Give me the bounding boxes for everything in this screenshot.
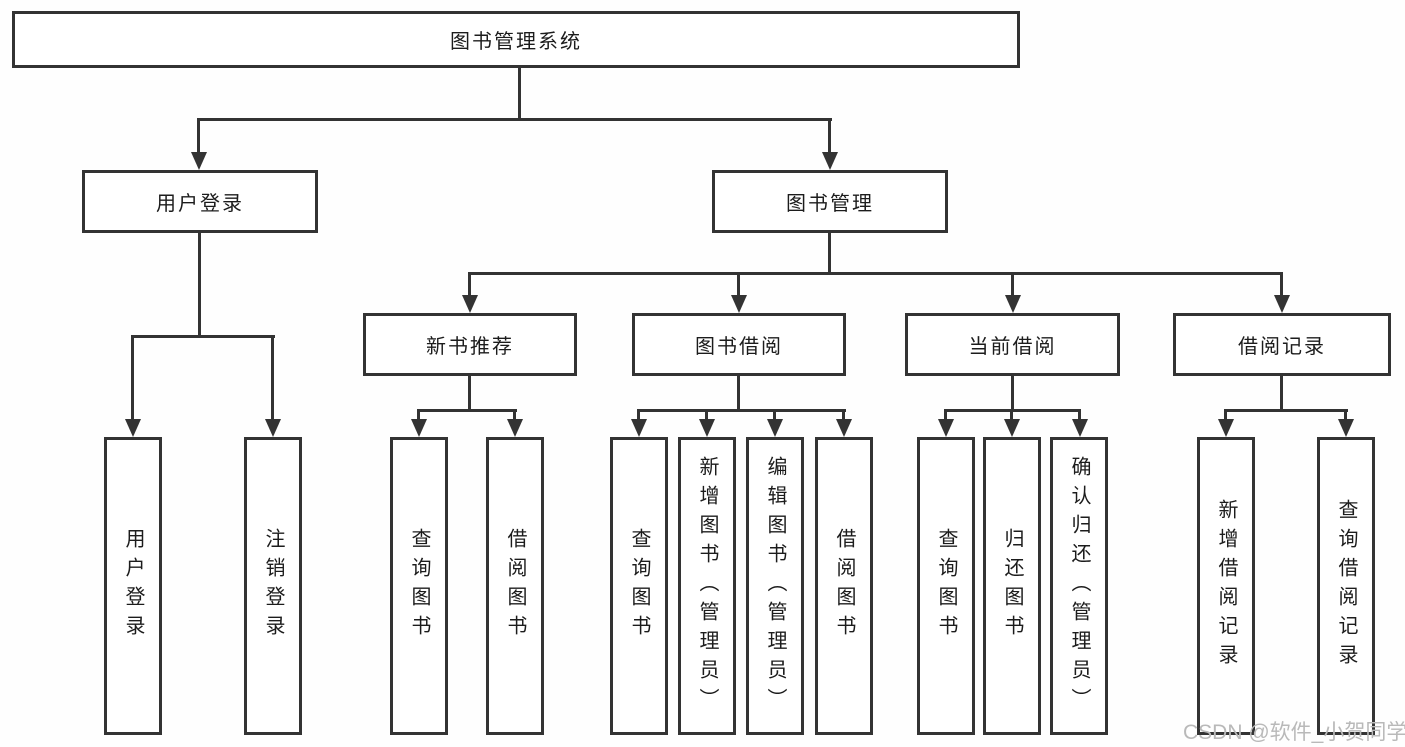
arrow-down-icon [1218,419,1234,437]
arrow-down-icon [822,152,838,170]
connector-line [131,335,134,419]
node-label: 图书借阅 [695,336,783,358]
leaf-label: 查询图书 [628,528,650,644]
node-library-system: 图书管理系统 [12,11,1020,68]
connector-line [1011,376,1014,409]
leaf-label: 注销登录 [262,528,284,644]
arrow-down-icon [1004,419,1020,437]
node-label: 当前借阅 [968,336,1057,358]
connector-line [828,118,831,152]
connector-line [513,409,516,419]
arrow-down-icon [836,419,852,437]
connector-line [637,409,640,419]
arrow-down-icon [125,419,141,437]
arrow-down-icon [1338,419,1354,437]
connector-line [468,376,471,409]
leaf-label: 查询图书 [935,528,957,644]
leaf-label: 查询图书 [408,528,430,644]
connector-line [737,272,740,295]
leaf-logout: 注销登录 [244,437,302,735]
arrow-down-icon [411,419,427,437]
leaf-borrow-books-recommend: 借阅图书 [486,437,544,735]
connector-line [198,233,201,335]
node-label: 图书管理系统 [450,31,582,53]
connector-line [1011,272,1014,295]
arrow-down-icon [1072,419,1088,437]
leaf-label: 借阅图书 [833,528,855,644]
node-label: 用户登录 [156,193,244,215]
arrow-down-icon [265,419,281,437]
leaf-label: 借阅图书 [504,528,526,644]
connector-line [1280,376,1283,409]
leaf-label: 新增借阅记录 [1215,499,1237,673]
leaf-query-books-borrowing: 查询图书 [610,437,668,735]
connector-line [1224,409,1227,419]
connector-line [828,233,831,272]
connector-line [773,409,776,419]
leaf-label: 编辑图书（管理员） [764,455,786,717]
arrow-down-icon [731,295,747,313]
connector-line [417,409,517,412]
arrow-down-icon [462,295,478,313]
connector-line [1010,409,1013,419]
connector-line [1224,409,1348,412]
node-user-login: 用户登录 [82,170,318,233]
leaf-label: 新增图书（管理员） [696,455,718,717]
leaf-query-books-current: 查询图书 [917,437,975,735]
node-label: 借阅记录 [1238,336,1326,358]
arrow-down-icon [507,419,523,437]
connector-line [637,409,846,412]
arrow-down-icon [191,152,207,170]
leaf-query-books-recommend: 查询图书 [390,437,448,735]
leaf-edit-books-admin: 编辑图书（管理员） [746,437,804,735]
connector-line [468,272,471,295]
node-book-management: 图书管理 [712,170,948,233]
node-book-borrowing: 图书借阅 [632,313,846,376]
leaf-query-borrow-record: 查询借阅记录 [1317,437,1375,735]
connector-line [468,272,1283,275]
node-borrowing-records: 借阅记录 [1173,313,1391,376]
connector-line [197,118,200,152]
leaf-label: 确认归还（管理员） [1068,455,1090,717]
leaf-confirm-return-admin: 确认归还（管理员） [1050,437,1108,735]
connector-line [737,376,740,409]
arrow-down-icon [938,419,954,437]
arrow-down-icon [767,419,783,437]
arrow-down-icon [631,419,647,437]
connector-line [131,335,275,338]
node-current-borrowing: 当前借阅 [905,313,1120,376]
leaf-label: 查询借阅记录 [1335,499,1357,673]
arrow-down-icon [699,419,715,437]
leaf-label: 归还图书 [1001,528,1023,644]
connector-line [944,409,947,419]
leaf-return-books: 归还图书 [983,437,1041,735]
leaf-add-borrow-record: 新增借阅记录 [1197,437,1255,735]
connector-line [1078,409,1081,419]
node-label: 新书推荐 [426,336,514,358]
connector-line [1344,409,1347,419]
connector-line [1280,272,1283,295]
node-new-book-recommendation: 新书推荐 [363,313,577,376]
connector-line [271,335,274,419]
arrow-down-icon [1005,295,1021,313]
leaf-user-login: 用户登录 [104,437,162,735]
node-label: 图书管理 [786,193,874,215]
connector-line [417,409,420,419]
arrow-down-icon [1274,295,1290,313]
connector-line [705,409,708,419]
leaf-add-books-admin: 新增图书（管理员） [678,437,736,735]
connector-line [198,118,832,121]
connector-line [518,68,521,118]
leaf-label: 用户登录 [122,528,144,644]
connector-line [842,409,845,419]
csdn-watermark: CSDN @软件_小贺同学 [1183,721,1405,744]
leaf-borrow-books: 借阅图书 [815,437,873,735]
